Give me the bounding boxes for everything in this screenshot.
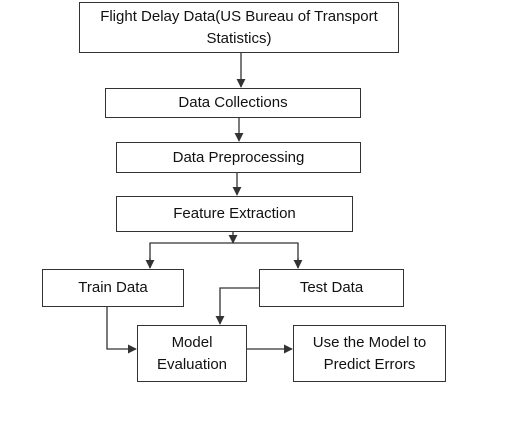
node-data-collections-label: Data Collections: [178, 94, 288, 111]
node-model-evaluation: Model Evaluation: [137, 325, 247, 382]
node-feature-extraction: Feature Extraction: [116, 196, 353, 232]
node-feature-extraction-label: Feature Extraction: [173, 205, 296, 222]
node-flight-delay-data-line-2: Statistics): [206, 29, 272, 47]
node-data-preprocessing-label: Data Preprocessing: [172, 148, 305, 166]
edge-train-to-evaluation: [106, 307, 137, 354]
node-predict-errors: Use the Model to Predict Errors: [293, 325, 446, 382]
node-test-data: Test Data: [259, 269, 404, 307]
edge-feature-split: [149, 242, 299, 268]
node-flight-delay-data-line-1: Flight Delay Data(US Bureau of Transport: [100, 7, 378, 25]
node-flight-delay-data: Flight Delay Data(US Bureau of Transport…: [79, 2, 399, 53]
node-data-preprocessing: Data Preprocessing: [116, 142, 361, 173]
node-data-collections: Data Collections: [105, 88, 361, 118]
node-model-evaluation-line-2: Evaluation: [156, 355, 228, 373]
node-predict-errors-line-1: Use the Model to: [312, 333, 427, 351]
node-model-evaluation-line-1: Model: [171, 333, 213, 351]
edge-test-to-evaluation: [215, 287, 259, 325]
node-train-data: Train Data: [42, 269, 184, 307]
node-test-data-label: Test Data: [299, 279, 364, 296]
node-predict-errors-line-2: Predict Errors: [323, 355, 416, 373]
node-train-data-label: Train Data: [78, 279, 148, 296]
